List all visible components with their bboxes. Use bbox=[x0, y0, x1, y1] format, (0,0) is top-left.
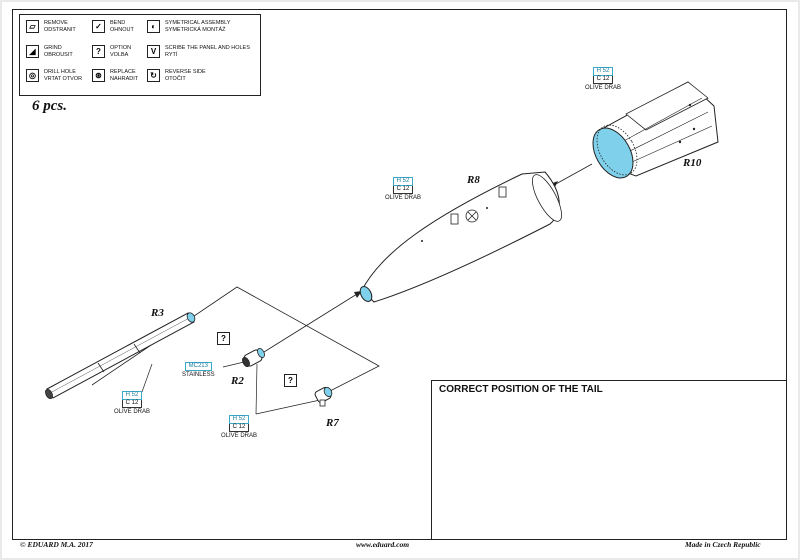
option-icon: ? bbox=[284, 374, 297, 387]
paint-code-alt: C 12 bbox=[592, 76, 614, 84]
drill-icon: ◎ bbox=[26, 69, 39, 82]
paint-leader-r3 bbox=[141, 363, 153, 393]
footer-copyright: © EDUARD M.A. 2017 bbox=[20, 540, 93, 549]
scribe-icon: V bbox=[147, 45, 160, 58]
part-r2 bbox=[242, 347, 265, 368]
option-icon: ? bbox=[92, 45, 105, 58]
paint-name: OLIVE DRAB bbox=[221, 433, 258, 439]
part-label-r8: R8 bbox=[467, 174, 480, 186]
replace-icon: ⊛ bbox=[92, 69, 105, 82]
paint-callout-r8: H 52 C 12 OLIVE DRAB bbox=[385, 177, 421, 201]
paint-name: STAINLESS bbox=[182, 372, 215, 378]
paint-code: H 52 bbox=[592, 67, 614, 76]
footer-origin: Made in Czech Republic bbox=[685, 540, 761, 549]
paint-code: MC213 bbox=[184, 362, 212, 371]
part-r10-tail bbox=[592, 81, 719, 179]
part-r7 bbox=[314, 386, 333, 407]
legend-label: VRTAT OTVOR bbox=[44, 75, 83, 82]
part-r8-body bbox=[359, 171, 562, 303]
legend-label: SYMETRICKÁ MONTÁŽ bbox=[165, 26, 226, 33]
legend-label: BEND bbox=[110, 20, 126, 26]
part-label-r2: R2 bbox=[231, 375, 244, 387]
legend-label: REVERSE SIDE bbox=[165, 69, 206, 75]
paint-callout-stainless: MC213 STAINLESS bbox=[182, 362, 215, 378]
reverse-icon: ↻ bbox=[147, 69, 160, 82]
paint-code-alt: C 12 bbox=[392, 186, 414, 194]
part-r3-barrel bbox=[45, 312, 196, 400]
legend-label: OBROUSIT bbox=[44, 51, 73, 58]
part-label-r7: R7 bbox=[326, 417, 339, 429]
legend-label: VOLBA bbox=[110, 51, 129, 58]
part-label-r10: R10 bbox=[683, 157, 702, 169]
assembly-line-r2-r8 bbox=[263, 293, 358, 353]
legend-label: GRIND bbox=[44, 45, 62, 51]
legend-label: OTOČIT bbox=[165, 75, 186, 82]
paint-code: H 52 bbox=[228, 415, 250, 424]
paint-leader-r2 bbox=[255, 363, 258, 415]
legend-label: ODSTRANIT bbox=[44, 26, 76, 33]
remove-icon: ▱ bbox=[26, 20, 39, 33]
legend-label: RYTÍ bbox=[165, 51, 178, 58]
paint-callout-r2-r7: H 52 C 12 OLIVE DRAB bbox=[221, 415, 257, 439]
footer-website: www.eduard.com bbox=[356, 540, 410, 549]
paint-callout-r3: H 52 C 12 OLIVE DRAB bbox=[114, 391, 150, 415]
part-label-r3: R3 bbox=[151, 307, 164, 319]
legend-label: DRILL HOLE bbox=[44, 69, 76, 75]
page-frame bbox=[12, 9, 787, 540]
legend-label: OHNOUT bbox=[110, 26, 134, 33]
legend-label: SYMETRICAL ASSEMBLY bbox=[165, 20, 231, 26]
quantity-label: 6 pcs. bbox=[32, 98, 67, 114]
bend-icon: ✓ bbox=[92, 20, 105, 33]
paint-leader-r7 bbox=[255, 399, 321, 415]
paint-callout-r10: H 52 C 12 OLIVE DRAB bbox=[585, 67, 621, 91]
legend-label: OPTION bbox=[110, 45, 132, 51]
grind-icon: ◢ bbox=[26, 45, 39, 58]
inset-panel: CORRECT POSITION OF THE TAIL bbox=[431, 380, 787, 540]
assembly-line-r8-r10 bbox=[553, 163, 593, 186]
paint-name: OLIVE DRAB bbox=[385, 195, 422, 201]
legend-label: SCRIBE THE PANEL AND HOLES bbox=[165, 45, 250, 51]
paint-code: H 52 bbox=[392, 177, 414, 186]
paint-name: OLIVE DRAB bbox=[585, 85, 622, 91]
paint-leader-stainless bbox=[222, 361, 245, 368]
legend-label: REPLACE bbox=[110, 69, 136, 75]
paint-code-alt: C 12 bbox=[228, 424, 250, 432]
legend-label: NAHRADIT bbox=[110, 75, 139, 82]
paint-name: OLIVE DRAB bbox=[114, 409, 151, 415]
inset-title: CORRECT POSITION OF THE TAIL bbox=[439, 384, 603, 395]
paint-code: H 52 bbox=[121, 391, 143, 400]
symmetrical-icon: ◐ bbox=[147, 20, 160, 33]
option-icon: ? bbox=[217, 332, 230, 345]
legend-label: REMOVE bbox=[44, 20, 68, 26]
paint-code-alt: C 12 bbox=[121, 400, 143, 408]
